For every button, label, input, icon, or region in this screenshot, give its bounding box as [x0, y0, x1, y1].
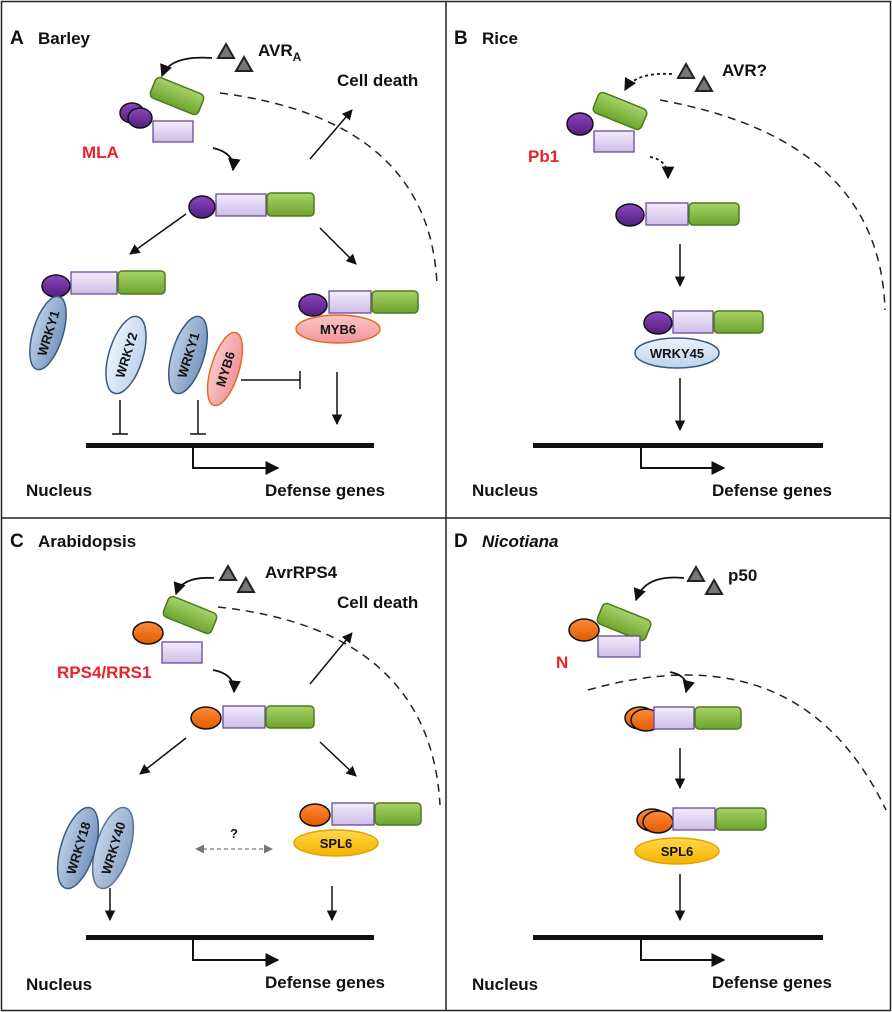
branch-arrow-left: [129, 213, 187, 255]
panel-a-effector: AVRA: [258, 41, 302, 64]
receptor-active: [188, 192, 315, 219]
nuclear-membrane: [659, 99, 886, 311]
effector-icon: [686, 564, 724, 595]
panel-d: D Nicotiana p50 N SPL6: [454, 531, 887, 994]
branch-arrow-right: [319, 741, 357, 777]
receptor-spl6-complex: SPL6: [293, 802, 422, 857]
wrky40: WRKY40: [91, 806, 135, 890]
myb6-a: MYB6: [206, 331, 244, 407]
panel-d-receptor-label: N: [556, 653, 568, 672]
activation-arrow: [649, 156, 675, 180]
receptor-active: [190, 705, 315, 730]
effector-icon: [218, 563, 256, 593]
panel-a-letter: A: [10, 28, 24, 49]
panel-c-receptor-label: RPS4/RRS1: [57, 663, 151, 682]
panel-c-organism: Arabidopsis: [38, 532, 136, 551]
transcription-arrow: [192, 448, 280, 475]
transcription-arrow: [640, 448, 726, 475]
effector-icon: [676, 61, 714, 92]
branch-arrow-right: [319, 227, 357, 265]
wrky18: WRKY18: [56, 806, 100, 890]
nuclear-membrane: [217, 606, 441, 806]
panel-d-letter: D: [454, 531, 468, 552]
panel-b-nucleus: Nucleus: [472, 481, 538, 500]
transcription-arrow: [640, 940, 726, 967]
panel-d-organism: Nicotiana: [482, 532, 559, 551]
panel-c-letter: C: [10, 531, 24, 552]
effector-arrow: [160, 56, 213, 78]
receptor-inactive: [566, 91, 648, 153]
activation-arrow: [212, 669, 241, 694]
myb6-b: MYB6: [320, 322, 356, 337]
panel-a-receptor-label: MLA: [82, 143, 119, 162]
panel-b: B Rice AVR? Pb1 WRKY45: [454, 28, 886, 500]
panel-a-organism: Barley: [38, 29, 91, 48]
dna-line: [86, 935, 374, 940]
wrky1-b: WRKY1: [167, 315, 209, 395]
dna-line: [86, 443, 374, 448]
panel-a-cell-death: Cell death: [337, 71, 418, 90]
transcription-arrow: [192, 940, 280, 967]
panel-b-letter: B: [454, 28, 468, 49]
nuclear-membrane: [587, 674, 887, 811]
panel-c-defense: Defense genes: [265, 973, 385, 992]
cell-death-arrow: [309, 632, 353, 685]
receptor-inactive: [568, 602, 652, 658]
panel-c-nucleus: Nucleus: [26, 975, 92, 994]
receptor-active: [615, 202, 740, 227]
activation-arrow: [212, 147, 241, 172]
wrky1-a: WRKY1: [29, 295, 67, 371]
panel-a-defense: Defense genes: [265, 481, 385, 500]
receptor-active: [624, 706, 742, 732]
dna-line: [533, 935, 823, 940]
effector-icon: [216, 41, 254, 72]
wrky45: WRKY45: [650, 346, 704, 361]
effector-arrow: [624, 72, 673, 92]
receptor-spl6-complex: SPL6: [634, 807, 767, 865]
receptor-myb6-complex: MYB6: [295, 290, 419, 344]
panel-d-effector: p50: [728, 566, 757, 585]
panel-a-nucleus: Nucleus: [26, 481, 92, 500]
panel-d-defense: Defense genes: [712, 973, 832, 992]
panel-c-cell-death: Cell death: [337, 593, 418, 612]
inhibition-lines: [112, 371, 301, 435]
panel-c-effector: AvrRPS4: [265, 563, 338, 582]
panel-b-receptor-label: Pb1: [528, 147, 559, 166]
nuclear-membrane: [219, 92, 438, 286]
activation-arrow: [669, 671, 695, 694]
receptor-inactive: [132, 595, 218, 664]
panel-d-nucleus: Nucleus: [472, 975, 538, 994]
dna-line: [533, 443, 823, 448]
cell-death-arrow: [309, 109, 353, 160]
panel-a: A Barley AVRA Cell death MLA: [10, 28, 438, 500]
receptor-wrky45-complex: WRKY45: [634, 310, 764, 369]
receptor-inactive: [119, 76, 205, 143]
panel-b-defense: Defense genes: [712, 481, 832, 500]
branch-arrow-left: [139, 737, 187, 775]
effector-arrow: [173, 576, 215, 596]
panel-b-effector: AVR?: [722, 61, 767, 80]
effector-arrow: [633, 576, 685, 602]
spl6-d: SPL6: [661, 844, 694, 859]
panel-c: C Arabidopsis AvrRPS4 Cell death RPS4/RR…: [10, 531, 441, 994]
panel-b-organism: Rice: [482, 29, 518, 48]
unknown-interaction-label: ?: [230, 826, 238, 841]
receptor-wrky1-complex: [41, 270, 166, 298]
wrky2: WRKY2: [105, 315, 147, 395]
spl6-c: SPL6: [320, 836, 353, 851]
